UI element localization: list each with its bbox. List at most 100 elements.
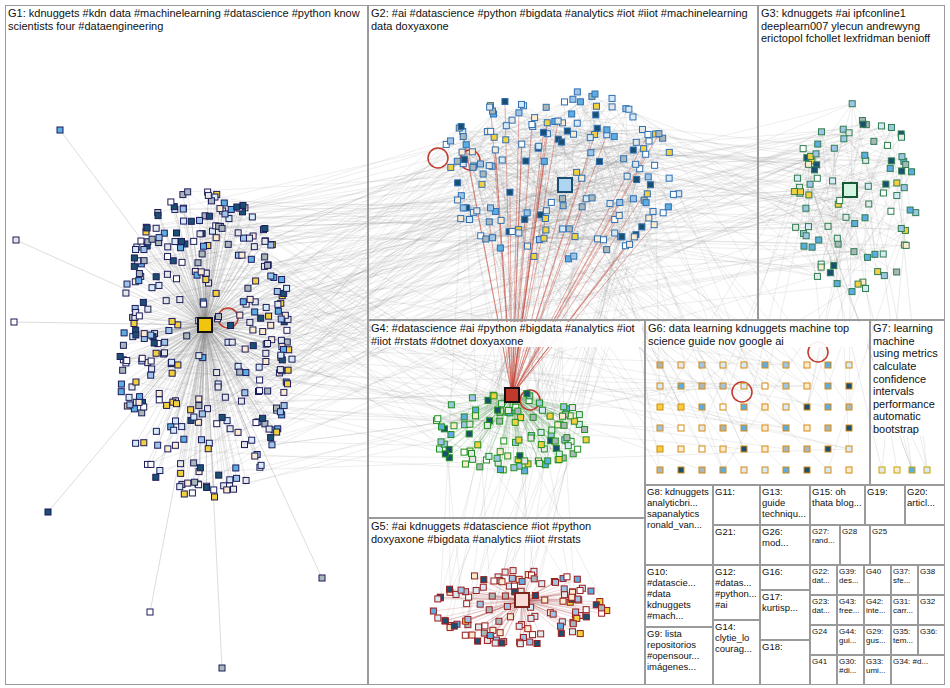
vertex-icon: [284, 381, 290, 387]
vertex-icon: [153, 225, 159, 231]
vertex-icon: [646, 215, 652, 221]
vertex-icon: [480, 171, 486, 177]
vertex-icon: [645, 131, 651, 137]
vertex-icon: [219, 414, 225, 420]
network-edge: [902, 171, 905, 245]
vertex-icon: [263, 350, 269, 356]
network-edge: [538, 148, 901, 228]
vertex-icon: [561, 99, 567, 105]
vertex-icon: [258, 462, 264, 468]
network-edge: [174, 325, 205, 430]
vertex-icon: [148, 461, 154, 467]
vertex-icon: [454, 158, 460, 164]
vertex-icon: [120, 342, 126, 348]
network-edge: [464, 160, 501, 404]
vertex-icon: [212, 494, 218, 500]
vertex-icon: [594, 236, 600, 242]
vertex-icon: [627, 241, 633, 247]
vertex-icon: [479, 181, 485, 187]
vertex-icon: [460, 134, 466, 140]
vertex-icon: [488, 128, 494, 134]
network-edge: [271, 220, 501, 276]
vertex-icon: [643, 200, 649, 206]
vertex-icon: [486, 219, 492, 225]
network-edge: [263, 332, 449, 450]
vertex-icon: [502, 98, 508, 104]
vertex-icon: [260, 415, 266, 421]
vertex-icon: [262, 226, 268, 232]
network-edge: [627, 176, 723, 428]
vertex-icon: [227, 477, 233, 483]
vertex-icon: [593, 112, 599, 118]
network-edge: [544, 226, 828, 238]
vertex-icon: [284, 327, 290, 333]
vertex-icon: [806, 192, 812, 198]
vertex-icon: [248, 256, 254, 262]
vertex-icon: [180, 205, 186, 211]
vertex-icon: [530, 414, 536, 420]
vertex-icon: [196, 403, 202, 409]
vertex-icon: [885, 142, 891, 148]
vertex-icon: [215, 384, 221, 390]
vertex-icon: [165, 254, 171, 260]
vertex-icon: [156, 235, 162, 241]
vertex-icon: [136, 278, 142, 284]
network-edge: [660, 132, 821, 407]
vertex-icon: [256, 364, 262, 370]
vertex-icon: [574, 89, 580, 95]
vertex-icon: [151, 340, 157, 346]
vertex-icon: [268, 242, 274, 248]
vertex-icon: [181, 491, 187, 497]
vertex-icon: [913, 210, 919, 216]
vertex-icon: [177, 484, 183, 490]
vertex-icon: [881, 273, 887, 279]
vertex-icon: [872, 251, 878, 257]
vertex-icon: [466, 431, 472, 437]
network-edge: [799, 125, 866, 188]
vertex-icon: [136, 399, 142, 405]
vertex-icon: [173, 401, 179, 407]
vertex-icon: [174, 230, 180, 236]
vertex-icon: [281, 389, 287, 395]
vertex-icon: [239, 252, 245, 258]
network-edge: [527, 206, 563, 394]
vertex-icon: [569, 111, 575, 117]
vertex-icon: [269, 442, 275, 448]
vertex-icon: [157, 468, 163, 474]
vertex-icon: [148, 372, 154, 378]
vertex-icon: [470, 164, 476, 170]
network-edge: [219, 226, 878, 271]
network-edge: [268, 165, 906, 391]
network-edge: [183, 209, 205, 325]
vertex-icon: [171, 427, 177, 433]
vertex-icon: [798, 189, 804, 195]
vertex-icon: [161, 350, 167, 356]
vertex-icon: [497, 418, 503, 424]
vertex-icon: [592, 91, 598, 97]
network-edge: [653, 211, 765, 386]
vertex-icon: [263, 304, 269, 310]
vertex-icon: [643, 151, 649, 157]
vertex-icon: [624, 173, 630, 179]
network-edge: [465, 118, 534, 636]
vertex-icon: [455, 180, 461, 186]
vertex-icon: [849, 101, 855, 107]
vertex-icon: [262, 238, 268, 244]
vertex-icon: [149, 285, 155, 291]
vertex-icon: [887, 165, 893, 171]
vertex-icon: [455, 197, 461, 203]
vertex-icon: [538, 429, 544, 435]
network-edge: [512, 220, 615, 395]
network-edge: [283, 349, 786, 365]
network-edge: [147, 228, 205, 325]
vertex-icon: [191, 414, 197, 420]
vertex-icon: [477, 464, 483, 470]
vertex-icon: [173, 418, 179, 424]
vertex-icon: [277, 367, 283, 373]
vertex-icon: [806, 161, 812, 167]
vertex-icon: [835, 241, 841, 247]
vertex-icon: [228, 206, 234, 212]
vertex-icon: [818, 129, 824, 135]
vertex-icon: [175, 362, 181, 368]
vertex-icon: [498, 217, 504, 223]
